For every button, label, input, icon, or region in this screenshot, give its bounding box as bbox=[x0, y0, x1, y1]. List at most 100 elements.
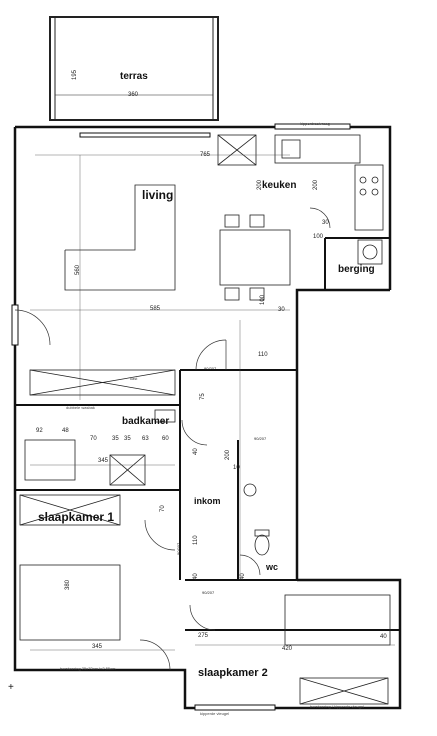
hob-2 bbox=[371, 176, 379, 184]
bed-1 bbox=[19, 564, 121, 641]
dim-30-a: 30 bbox=[322, 220, 329, 226]
dim-90-d: 90/207 bbox=[176, 542, 181, 555]
note-bath: dubbele wasbak bbox=[66, 405, 95, 410]
dim-keuken-h2: 200 bbox=[313, 179, 319, 190]
doors bbox=[14, 207, 331, 671]
sink bbox=[281, 139, 301, 159]
windows bbox=[11, 123, 351, 711]
dim-keuken-h1: 200 bbox=[257, 179, 263, 190]
room-slaapkamer1: slaapkamer 1 bbox=[38, 510, 115, 524]
dim-40c: 40 bbox=[240, 573, 246, 580]
dim-100-b: 100 bbox=[313, 234, 324, 240]
bedroom1-furniture bbox=[19, 494, 121, 641]
door-bedroom2 bbox=[189, 604, 216, 631]
window-living-left bbox=[11, 304, 19, 346]
tv-cabinet bbox=[29, 369, 176, 396]
dim-terras-w: 360 bbox=[128, 92, 139, 98]
compass-icon: + bbox=[8, 682, 14, 693]
chair-4 bbox=[249, 287, 265, 301]
bath-sink bbox=[154, 409, 176, 423]
living-furniture bbox=[29, 184, 291, 396]
wall-bottom-left bbox=[13, 127, 402, 710]
bed-2 bbox=[284, 594, 391, 646]
tv-cabinet-diag-b bbox=[29, 369, 176, 396]
hob-3 bbox=[359, 188, 367, 196]
room-inkom: inkom bbox=[194, 496, 221, 506]
outer-walls bbox=[13, 125, 402, 710]
dim-living-h: 560 bbox=[75, 264, 81, 275]
window-kitchen-top bbox=[274, 123, 351, 130]
room-living: living bbox=[142, 188, 174, 202]
room-badkamer: badkamer bbox=[122, 416, 170, 427]
dim-200b: 200 bbox=[225, 449, 231, 460]
boiler bbox=[243, 483, 257, 497]
cabinet-1-diag-b bbox=[217, 134, 257, 166]
note-bottom-window: kipperde vleugel bbox=[200, 711, 230, 716]
toilet bbox=[254, 534, 270, 556]
wall-step bbox=[295, 288, 390, 580]
bedroom2-furniture bbox=[284, 594, 391, 705]
dimension-lines bbox=[30, 154, 395, 651]
chair-3 bbox=[224, 287, 240, 301]
washing-machine bbox=[357, 239, 383, 265]
wc-fixtures bbox=[243, 483, 270, 556]
dim-420: 420 bbox=[282, 646, 293, 652]
terrace-outline bbox=[49, 16, 219, 121]
wardrobe-2 bbox=[299, 677, 389, 705]
dim-35a: 35 bbox=[112, 436, 119, 442]
door-living-window bbox=[14, 309, 51, 346]
hob-4 bbox=[371, 188, 379, 196]
dim-90-b: 90/207 bbox=[254, 436, 267, 441]
dim-70b: 70 bbox=[160, 505, 166, 512]
wall-top-right bbox=[15, 125, 392, 290]
dim-living-w: 585 bbox=[150, 306, 161, 312]
dim-40d: 40 bbox=[380, 634, 387, 640]
chair-1 bbox=[224, 214, 240, 228]
dim-90-c: 90/207 bbox=[202, 590, 215, 595]
bathroom-fixtures bbox=[24, 409, 176, 486]
room-terras: terras bbox=[120, 71, 148, 82]
room-berging: berging bbox=[338, 264, 375, 275]
dim-345a: 345 bbox=[98, 458, 109, 464]
note-cabinet: kast bbox=[130, 376, 138, 381]
dim-75: 75 bbox=[200, 393, 206, 400]
toilet-tank bbox=[254, 529, 270, 537]
room-slaapkamer2: slaapkamer 2 bbox=[198, 667, 268, 679]
interior-walls bbox=[15, 237, 400, 631]
dim-90-a: 90/207 bbox=[204, 366, 217, 371]
dim-100-a: 100 bbox=[260, 294, 266, 305]
door-wc bbox=[239, 554, 261, 576]
kitchen-cabinet-1 bbox=[217, 134, 257, 166]
kitchen-counter-right bbox=[354, 164, 384, 231]
room-keuken: keuken bbox=[262, 180, 297, 191]
note-top-window: kipperdraaivraag bbox=[300, 121, 330, 126]
dim-110b: 110 bbox=[193, 535, 199, 545]
hob-1 bbox=[359, 176, 367, 184]
door-bedroom1 bbox=[144, 519, 176, 551]
dim-110: 110 bbox=[258, 352, 268, 358]
dim-40a: 40 bbox=[193, 448, 199, 455]
dim-10: 10 bbox=[233, 465, 240, 471]
window-living-top bbox=[79, 132, 211, 138]
kitchen-units bbox=[217, 134, 384, 265]
window-bedroom2-bottom bbox=[194, 704, 276, 711]
dim-60: 60 bbox=[162, 436, 169, 442]
note-left-bottom: borstwering 25x70cm l=2,55cm bbox=[60, 666, 116, 671]
bath-cabinet bbox=[109, 454, 146, 486]
room-wc: wc bbox=[266, 562, 279, 572]
door-kitchen-storage bbox=[309, 207, 331, 229]
door-living-hall bbox=[195, 339, 227, 371]
wardrobe-1-diag-b bbox=[19, 494, 121, 526]
terrace bbox=[49, 16, 219, 121]
note-bottom-right: borstwering / kippende vleugel bbox=[310, 704, 365, 709]
dim-345b: 345 bbox=[92, 644, 103, 650]
door-bedroom1-bottom bbox=[139, 639, 171, 671]
chair-2 bbox=[249, 214, 265, 228]
dining-table bbox=[219, 229, 291, 286]
sofa bbox=[64, 184, 176, 291]
dim-380: 380 bbox=[65, 579, 71, 590]
dim-275: 275 bbox=[198, 633, 209, 639]
wardrobe-1 bbox=[19, 494, 121, 526]
dim-living-top: 765 bbox=[200, 152, 211, 158]
